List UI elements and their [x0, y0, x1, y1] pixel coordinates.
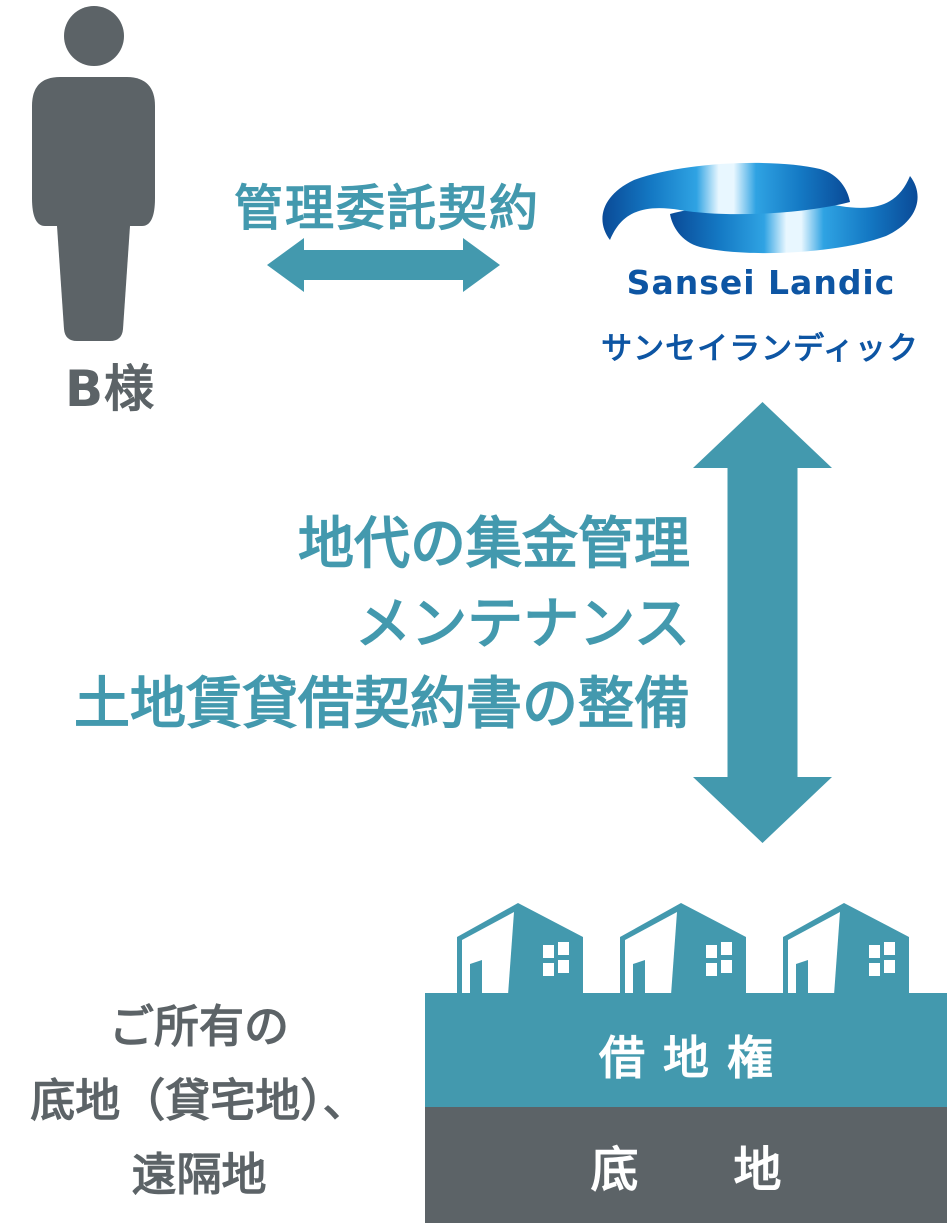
double-arrow-horizontal-icon	[267, 238, 500, 292]
leasehold-bar: 借地権	[425, 993, 947, 1107]
owner-note-line-3: 遠隔地	[131, 1148, 267, 1201]
double-arrow-vertical-icon	[693, 402, 832, 843]
company-name-en: Sansei Landic	[626, 263, 896, 302]
company-name-ja: サンセイランディック	[601, 331, 919, 367]
houses-icon	[457, 903, 909, 995]
leasehold-label: 借地権	[599, 1031, 791, 1085]
services-list: 地代の集金管理 メンテナンス 土地賃貸借契約書の整備	[36, 505, 690, 745]
service-line-2: メンテナンス	[355, 592, 690, 657]
freehold-label-char1: 底	[590, 1142, 639, 1198]
owner-note: ご所有の 底地（貸宅地）、 遠隔地	[0, 990, 398, 1212]
owner-note-line-1: ご所有の	[108, 1000, 289, 1053]
company-logo-swirl-icon	[602, 162, 918, 254]
person-icon	[32, 6, 155, 341]
owner-note-line-2: 底地（貸宅地）、	[30, 1074, 368, 1127]
freehold-label-char2: 地	[733, 1142, 782, 1198]
freehold-bar: 底 地	[425, 1107, 947, 1223]
person-label: B様	[64, 360, 156, 418]
service-line-3: 土地賃貸借契約書の整備	[74, 672, 690, 737]
service-line-1: 地代の集金管理	[298, 512, 690, 577]
contract-label: 管理委託契約	[233, 180, 540, 237]
